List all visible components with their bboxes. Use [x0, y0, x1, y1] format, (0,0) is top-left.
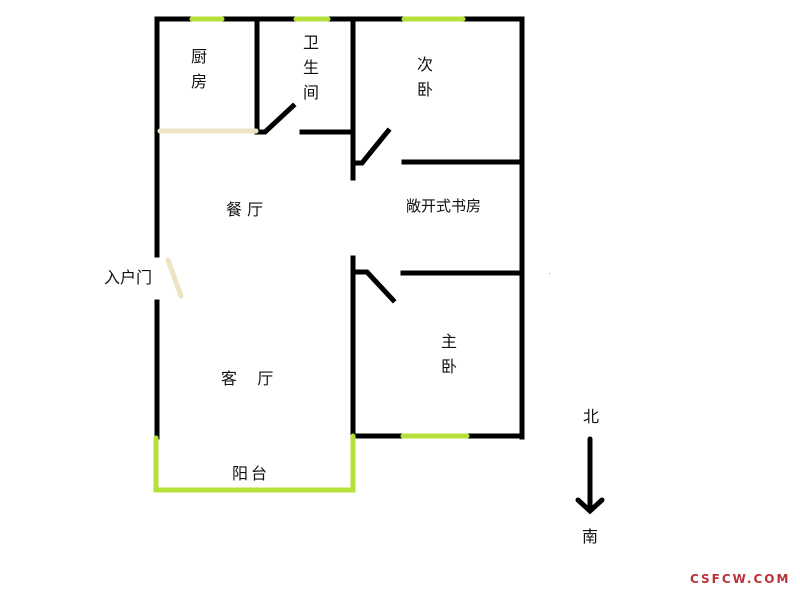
label-south: 南	[582, 527, 599, 546]
label-master-bedroom: 主卧	[440, 332, 457, 376]
door-second-bedroom	[350, 127, 392, 166]
label-second-bedroom: 次卧	[416, 55, 433, 99]
entry-door	[165, 257, 184, 299]
door-master-bedroom	[350, 269, 397, 304]
label-open-study: 敞开式书房	[406, 197, 482, 215]
label-living: 客 厅	[221, 369, 274, 388]
label-bathroom: 卫生间	[302, 33, 319, 102]
compass-arrow-icon	[575, 436, 605, 515]
label-dining: 餐 厅	[226, 200, 264, 219]
label-kitchen: 厨房	[190, 47, 207, 91]
door-bathroom	[254, 102, 297, 135]
label-entry-door: 入户门	[104, 268, 153, 287]
watermark: CSFCW.COM	[690, 572, 791, 586]
balcony-railing	[153, 433, 356, 493]
label-balcony: 阳台	[232, 464, 271, 483]
label-north: 北	[583, 407, 600, 426]
stray-dot	[549, 273, 550, 274]
